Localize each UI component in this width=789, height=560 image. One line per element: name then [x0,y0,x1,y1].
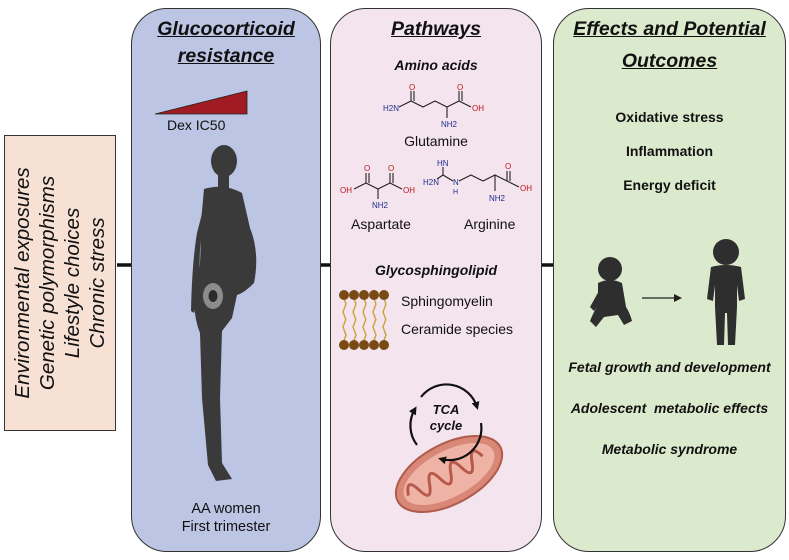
growth-arrow-icon [642,294,682,302]
arginine-n: N [453,178,459,187]
glutamine-label: Glutamine [404,133,468,149]
aspartate-label: Aspartate [351,216,411,232]
effects-title-line2: Outcomes [621,50,718,72]
mitochondrion-tca-icon [394,383,504,513]
aspartate-o1: O [364,164,370,173]
subject-label-line1: AA women [191,501,261,517]
outcome-inflammation: Inflammation [625,143,714,159]
sphingomyelin-label: Sphingomyelin [401,293,493,309]
glucocorticoid-resistance-panel: Glucocorticoid resistance Dex IC50 AA wo… [131,8,321,552]
dex-ic50-label: Dex IC50 [167,117,226,133]
pathways-panel: Pathways Amino acids H2N O O OH NH2 Glut… [330,8,542,552]
effects-title-line1: Effects and Potential [573,18,766,40]
arginine-oh: OH [520,184,532,193]
aspartate-oh1: OH [340,186,352,195]
arginine-nh2: NH2 [489,194,506,203]
aspartate-oh2: OH [403,186,415,195]
tca-label-line1: TCA [432,402,460,417]
tca-arrow-right [438,422,483,465]
mitochondrion-icon [394,435,504,513]
pregnant-woman-silhouette-icon [191,145,257,481]
arginine-h: H [453,189,458,196]
longterm-fetal-growth: Fetal growth and development [568,359,771,375]
glutamine-h2n: H2N [383,104,399,113]
gc-title-line1: Glucocorticoid [157,18,295,40]
glutamine-oh: OH [472,104,484,113]
longterm-metabolic-syndrome: Metabolic syndrome [601,441,738,457]
ceramide-label: Ceramide species [401,321,514,337]
gc-title-line2: resistance [177,45,275,67]
tca-arrow-top [420,383,480,410]
aspartate-nh2: NH2 [372,201,389,210]
glutamine-nh2: NH2 [441,120,458,129]
glycosphingolipid-heading: Glycosphingolipid [374,262,498,278]
arginine-structure-icon: HN H2N N H O OH NH2 [423,159,532,203]
aspartate-o2: O [388,164,394,173]
glutamine-structure-icon: H2N O O OH NH2 [383,83,484,129]
contributing-factors-box: Environmental exposures Genetic polymorp… [4,135,116,431]
pathways-title: Pathways [391,18,481,40]
amino-acids-heading: Amino acids [394,57,478,73]
subject-label-line2: First trimester [181,519,271,535]
aspartate-structure-icon: OH O O OH NH2 [340,164,415,210]
lipid-bilayer-icon [339,290,389,350]
arginine-h2n: H2N [423,178,439,187]
outcome-energy-deficit: Energy deficit [623,177,716,193]
effects-outcomes-panel: Effects and Potential Outcomes Oxidative… [553,8,786,552]
dex-ic50-wedge-icon [154,90,248,115]
outcome-oxidative-stress: Oxidative stress [615,109,724,125]
tca-arrow-left [408,406,418,446]
longterm-adolescent: Adolescent metabolic effects [570,400,769,416]
arginine-o: O [505,162,511,171]
tca-label-line2: cycle [429,418,463,433]
glutamine-o2: O [457,83,463,92]
arginine-hn: HN [437,159,449,168]
glutamine-o1: O [409,83,415,92]
arginine-label: Arginine [464,216,516,232]
child-silhouette-icon [707,239,745,345]
infant-silhouette-icon [590,257,632,327]
